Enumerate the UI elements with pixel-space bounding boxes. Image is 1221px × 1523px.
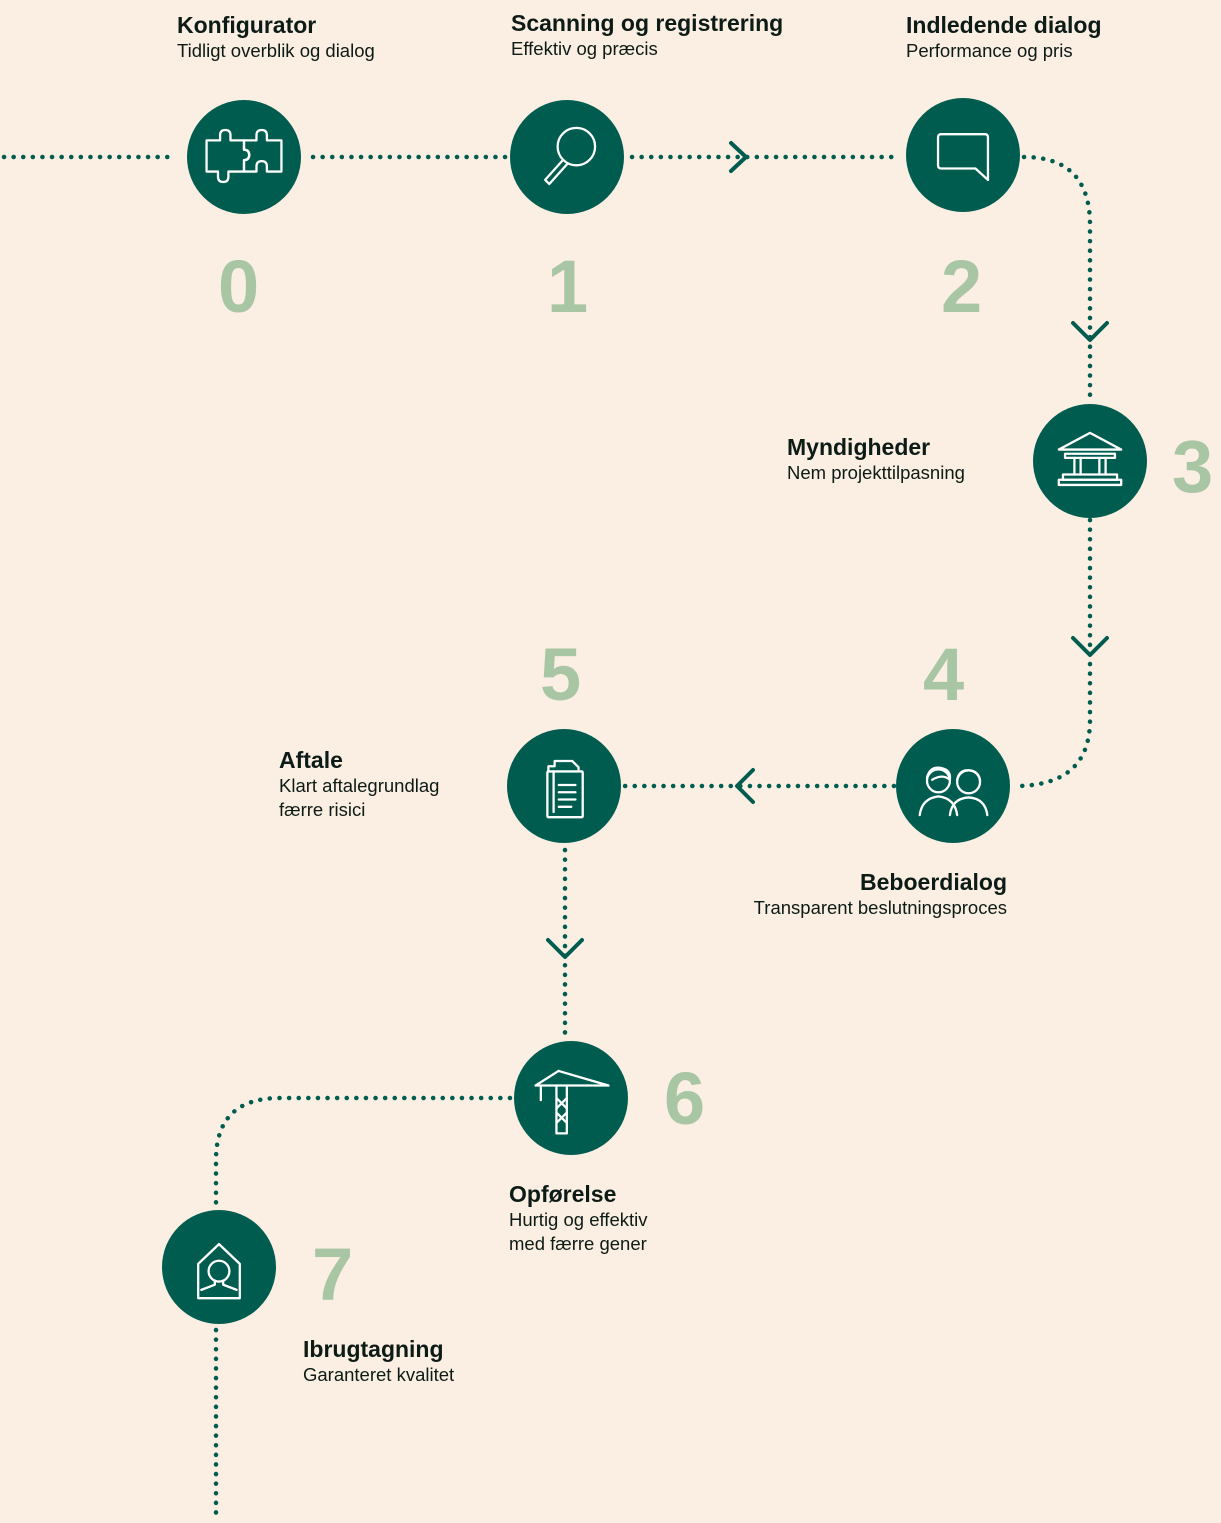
- step-title: Ibrugtagning: [303, 1336, 444, 1362]
- step-7-number: 7: [312, 1233, 354, 1316]
- step-5-text: Aftale Klart aftalegrundlag færre risici: [279, 746, 439, 822]
- step-subtitle: Hurtig og effektiv med færre gener: [509, 1209, 648, 1254]
- step-subtitle: Nem projekttilpasning: [787, 462, 965, 483]
- connector-3-4: [1012, 517, 1093, 789]
- step-subtitle: Garanteret kvalitet: [303, 1364, 455, 1385]
- step-4-number: 4: [923, 633, 965, 716]
- step-3-circle[interactable]: [1033, 404, 1147, 518]
- step-4-circle[interactable]: [896, 729, 1010, 843]
- speech-bubble-icon: [936, 133, 990, 182]
- institution-building-icon: [1057, 431, 1123, 487]
- step-3-text: Myndigheder Nem projekttilpasning: [787, 433, 965, 485]
- puzzle-icon: [205, 128, 283, 184]
- step-title: Konfigurator: [177, 12, 317, 38]
- step-6-text: Opførelse Hurtig og effektiv med færre g…: [509, 1180, 647, 1256]
- magnifier-icon: [544, 126, 597, 186]
- step-6-circle[interactable]: [514, 1041, 628, 1155]
- arrow-down-2-3: [1071, 321, 1109, 342]
- connector-2-3: [1021, 154, 1093, 407]
- step-7-circle[interactable]: [162, 1210, 276, 1324]
- step-1-number: 1: [547, 245, 589, 328]
- step-2-text: Indledende dialog Performance og pris: [906, 11, 1102, 63]
- step-3-number: 3: [1172, 425, 1214, 508]
- step-subtitle: Effektiv og præcis: [511, 38, 658, 59]
- step-1-circle[interactable]: [510, 100, 624, 214]
- house-person-icon: [197, 1242, 241, 1300]
- step-0-circle[interactable]: [187, 100, 301, 214]
- step-title: Opførelse: [509, 1181, 617, 1207]
- step-7-text: Ibrugtagning Garanteret kvalitet: [303, 1335, 454, 1387]
- step-0-number: 0: [218, 245, 260, 328]
- arrow-down-3-4: [1071, 636, 1109, 657]
- arrow-down-5-6: [546, 938, 584, 959]
- step-title: Aftale: [279, 747, 343, 773]
- arrow-left-4-5: [735, 768, 755, 804]
- step-2-circle[interactable]: [906, 98, 1020, 212]
- documents-icon: [546, 759, 584, 819]
- step-title: Indledende dialog: [906, 12, 1102, 38]
- step-2-number: 2: [941, 245, 983, 328]
- step-subtitle: Performance og pris: [906, 40, 1073, 61]
- step-5-circle[interactable]: [507, 729, 621, 843]
- connector-6-7: [213, 1095, 513, 1213]
- step-0-text: Konfigurator Tidligt overblik og dialog: [177, 11, 375, 63]
- residents-icon: [918, 766, 989, 817]
- step-subtitle: Transparent beslutningsproces: [753, 897, 1007, 918]
- step-subtitle: Tidligt overblik og dialog: [177, 40, 375, 61]
- step-title: Beboerdialog: [860, 869, 1007, 895]
- step-4-text: Beboerdialog Transparent beslutningsproc…: [754, 868, 1007, 920]
- step-6-number: 6: [664, 1057, 706, 1140]
- step-subtitle: Klart aftalegrundlag færre risici: [279, 775, 440, 820]
- arrow-right-1-2: [729, 141, 748, 173]
- step-title: Scanning og registrering: [511, 10, 784, 36]
- step-1-text: Scanning og registrering Effektiv og præ…: [511, 9, 783, 61]
- step-5-number: 5: [540, 633, 582, 716]
- crane-icon: [534, 1069, 610, 1135]
- step-title: Myndigheder: [787, 434, 931, 460]
